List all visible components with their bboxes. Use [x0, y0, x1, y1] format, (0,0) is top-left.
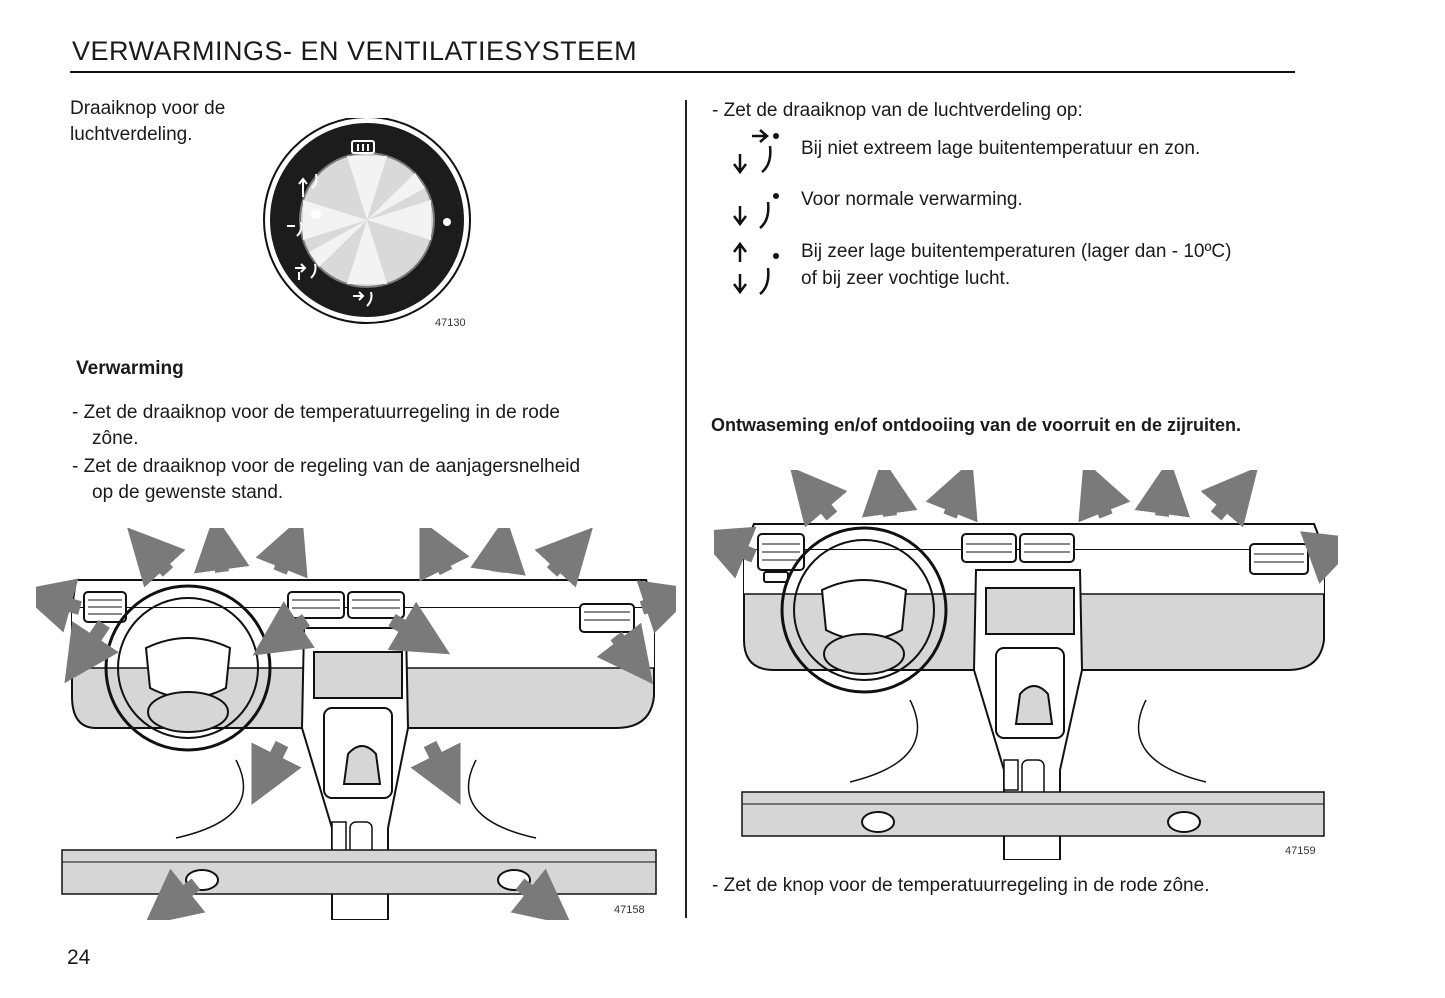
- left-dash-figure-code: 47158: [614, 904, 645, 916]
- header-rule: [70, 71, 1295, 73]
- mode-3-line-1: Bij zeer lage buitentemperaturen (lager …: [801, 241, 1232, 262]
- vent-up-down-icon: [733, 129, 779, 175]
- heating-heading: Verwarming: [76, 358, 184, 379]
- defrost-heading: Ontwaseming en/of ontdooiing van de voor…: [711, 415, 1242, 435]
- knob-caption-line-2: luchtverdeling.: [70, 124, 193, 145]
- mode-1-line-1: Bij niet extreem lage buitentemperatuur …: [801, 138, 1201, 159]
- knob-caption-line-1: Draaiknop voor de: [70, 98, 226, 119]
- floor-vent-icon: [733, 193, 779, 229]
- temperature-instruction: - Zet de knop voor de temperatuurregelin…: [712, 875, 1210, 896]
- dashboard-defrost-illustration: [714, 470, 1338, 860]
- mode-2-line-1: Voor normale verwarming.: [801, 189, 1023, 210]
- column-divider: [685, 100, 687, 918]
- right-dash-figure-code: 47159: [1285, 845, 1316, 857]
- page-number: 24: [67, 946, 91, 969]
- air-distribution-knob-illustration: [263, 118, 471, 324]
- bullet-1-line-2: zône.: [92, 428, 139, 449]
- distribution-intro: - Zet de draaiknop van de luchtverdeling…: [712, 100, 1083, 121]
- bullet-2-line-1: - Zet de draaiknop voor de regeling van …: [72, 456, 581, 477]
- bullet-2-line-2: op de gewenste stand.: [92, 482, 284, 503]
- knob-figure-code: 47130: [435, 317, 466, 329]
- defrost-floor-icon: [733, 241, 779, 295]
- mode-3-line-2: of bij zeer vochtige lucht.: [801, 268, 1011, 289]
- page-title: VERWARMINGS- EN VENTILATIESYSTEEM: [72, 36, 638, 66]
- dashboard-heating-illustration: [36, 528, 676, 920]
- bullet-1-line-1: - Zet de draaiknop voor de temperatuurre…: [72, 402, 560, 423]
